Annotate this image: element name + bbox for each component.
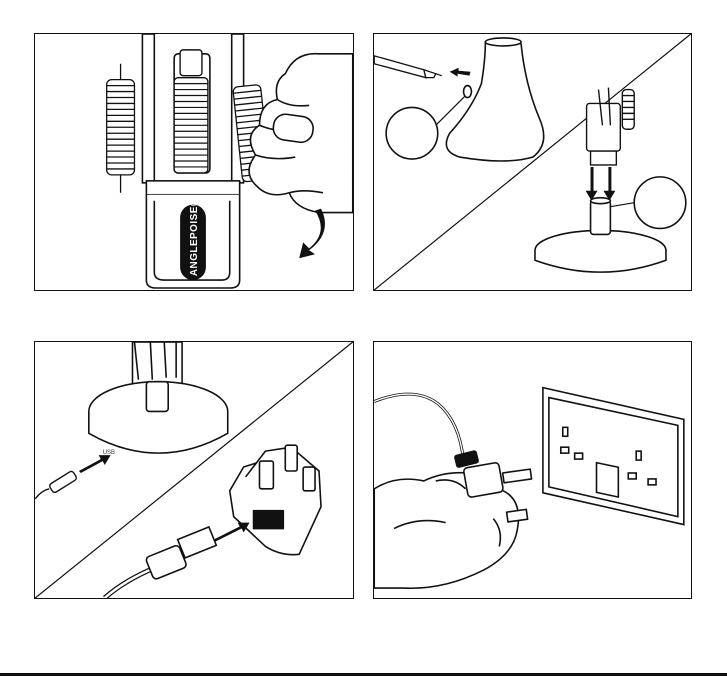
detail-callout — [386, 107, 438, 159]
base-assembly-illustration — [374, 34, 691, 290]
lamp-base — [89, 342, 228, 453]
micro-usb-cable — [35, 470, 77, 498]
arrow-left-icon — [450, 68, 471, 77]
step-2-panel — [373, 33, 692, 291]
arrow-right-icon — [79, 455, 111, 473]
uk-adapter — [230, 445, 321, 554]
hand-with-plug — [374, 451, 531, 589]
spring-release-illustration: ANGLEPOISE® — [35, 34, 353, 290]
brand-badge: ANGLEPOISE® — [180, 198, 206, 280]
wall-socket — [543, 388, 684, 525]
arrow-down-icon — [586, 167, 616, 201]
screwdriver — [374, 56, 441, 78]
step-4-panel — [373, 341, 692, 599]
curved-arrow-icon — [299, 209, 325, 259]
brand-label: ANGLEPOISE® — [189, 198, 200, 276]
cable-connection-illustration: USB — [35, 342, 353, 598]
step-1-panel: ANGLEPOISE® — [34, 33, 354, 291]
hand — [249, 54, 353, 213]
step-3-panel: USB — [34, 341, 354, 599]
wall-socket-illustration — [374, 342, 691, 598]
left-spring — [107, 64, 135, 193]
power-cable — [374, 394, 463, 461]
usb-a-cable — [105, 527, 217, 598]
arrow-right-icon — [212, 523, 250, 543]
detail-callout-2 — [634, 177, 686, 229]
